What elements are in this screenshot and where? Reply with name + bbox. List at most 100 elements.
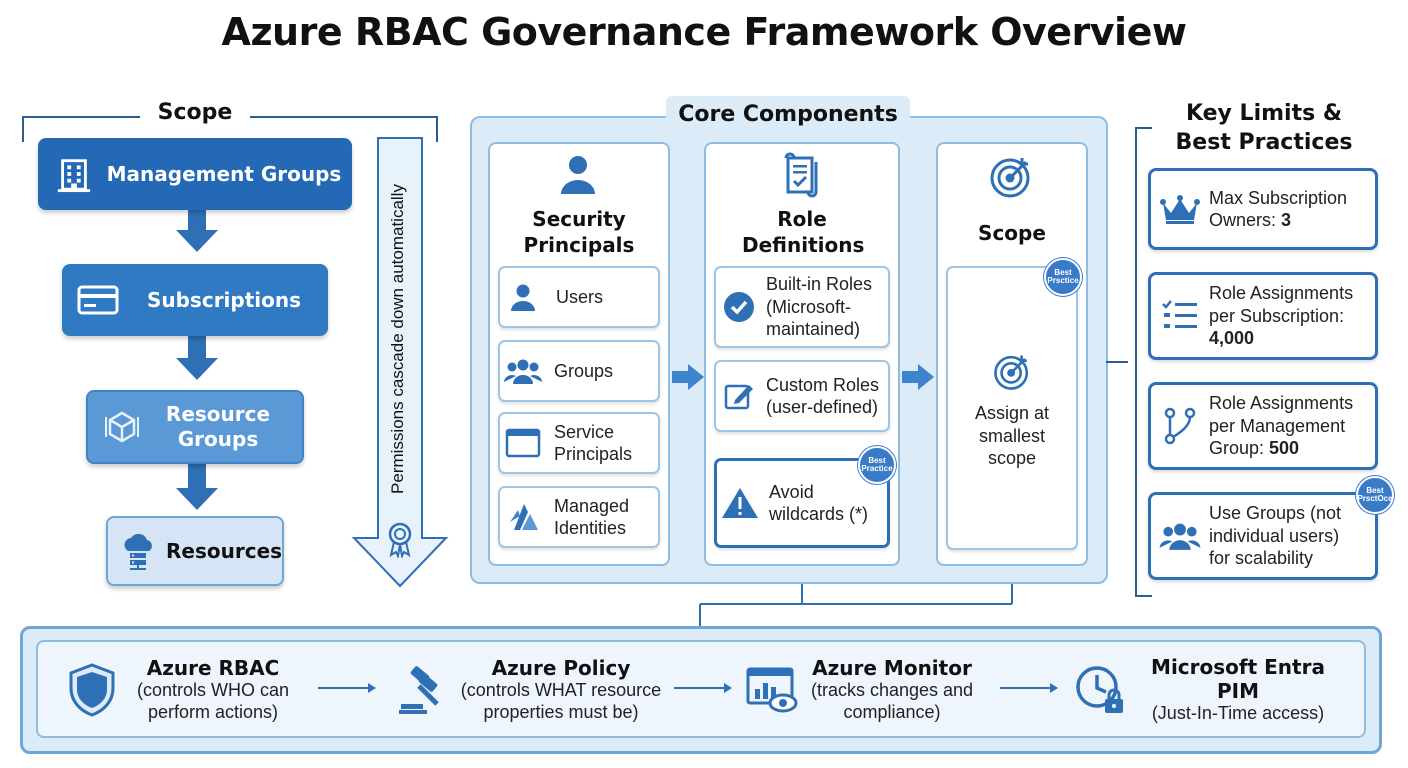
- check-circle-icon: [716, 290, 762, 324]
- limit-value: 4,000: [1209, 328, 1255, 349]
- building-icon: [52, 152, 96, 196]
- shield-icon: [60, 662, 124, 718]
- item-label: Users: [556, 286, 604, 307]
- best-practice-badge: Best PrsctOce: [1356, 476, 1394, 514]
- scope-level-subscriptions[interactable]: Subscriptions: [62, 264, 328, 336]
- arrow-principals-to-roles: [672, 364, 704, 390]
- scope-level-management-groups[interactable]: Management Groups: [38, 138, 352, 210]
- tool-flow-arrow: [318, 683, 376, 693]
- principal-user-icon: [561, 156, 595, 194]
- group-icon: [500, 357, 546, 385]
- scope-flow-arrows: [176, 208, 218, 510]
- limits-bracket: [1106, 127, 1152, 597]
- roles-title: Role Definitions: [742, 207, 865, 257]
- arrow-roles-to-scope: [902, 364, 934, 390]
- limit-assignments-management-group: Role Assignments per Management Group: 5…: [1148, 382, 1378, 470]
- role-document-icon: [784, 152, 818, 198]
- cascade-arrow: [351, 137, 449, 588]
- item-label: Managed Identities: [554, 495, 630, 539]
- cascade-text: Permissions cascade down automatically: [388, 184, 407, 494]
- scope-title: Scope: [978, 221, 1046, 245]
- ribbon-badge-icon: [388, 522, 412, 558]
- tool-name: Azure RBAC: [146, 656, 280, 681]
- gavel-icon: [390, 664, 454, 716]
- hierarchy-icon: [1151, 407, 1209, 445]
- tool-text: Azure Monitor (tracks changes and compli…: [804, 656, 980, 724]
- tool-flow-arrow: [1000, 683, 1058, 693]
- target-icon: [992, 352, 1032, 392]
- tool-desc: (Just-In-Time access): [1151, 703, 1325, 724]
- list-icon: [1151, 299, 1209, 333]
- scope-level-resource-groups[interactable]: Resource Groups: [86, 390, 304, 464]
- limit-text: Role Assignments per Management Group: 5…: [1209, 392, 1371, 460]
- limit-value: 500: [1269, 438, 1300, 459]
- scope-header: Scope: [140, 100, 250, 130]
- limit-assignments-subscription: Role Assignments per Subscription: 4,000: [1148, 272, 1378, 360]
- limit-label: Max Subscription Owners:: [1209, 187, 1348, 231]
- best-practice-badge: Best Practice: [858, 446, 896, 484]
- scope-level-label: Management Groups: [106, 161, 342, 186]
- role-avoid-wildcards[interactable]: Avoid wildcards (*): [714, 458, 890, 548]
- scope-level-label: Subscriptions: [146, 287, 302, 312]
- limit-use-groups: Use Groups (not individual users) for sc…: [1148, 492, 1378, 580]
- tool-name: Azure Monitor: [812, 656, 972, 681]
- limits-header-line1: Key Limits &: [1185, 101, 1343, 126]
- card-icon: [76, 278, 120, 322]
- limit-label: Role Assignments per Subscription:: [1209, 283, 1354, 326]
- clock-lock-icon: [1068, 663, 1132, 717]
- user-icon: [500, 282, 546, 312]
- core-components-header: Core Components: [666, 96, 910, 134]
- page-title: Azure RBAC Governance Framework Overview: [221, 10, 1187, 54]
- monitor-icon: [740, 665, 804, 715]
- tool-name: Microsoft Entra PIM: [1151, 655, 1325, 704]
- group-icon: [1151, 521, 1209, 551]
- edit-icon: [716, 380, 762, 412]
- role-built-in[interactable]: Built-in Roles (Microsoft-maintained): [714, 266, 890, 348]
- identity-icon: [500, 500, 546, 534]
- limit-text: Use Groups (not individual users) for sc…: [1209, 503, 1342, 569]
- cube-icon: [100, 405, 144, 449]
- tool-azure-rbac: Azure RBAC (controls WHO can perform act…: [60, 652, 310, 728]
- crown-icon: [1151, 193, 1209, 225]
- tool-entra-pim: Microsoft Entra PIM (Just-In-Time access…: [1068, 652, 1358, 728]
- scope-level-label: Resources: [166, 538, 283, 563]
- principal-groups[interactable]: Groups: [498, 340, 660, 402]
- principal-service-principals[interactable]: Service Principals: [498, 412, 660, 474]
- limit-label: Role Assignments per Management Group:: [1209, 393, 1354, 459]
- role-custom[interactable]: Custom Roles (user-defined): [714, 360, 890, 432]
- item-label: Service Principals: [554, 421, 633, 465]
- window-icon: [500, 427, 546, 459]
- limit-value: 3: [1281, 210, 1292, 230]
- item-label: Avoid wildcards (*): [769, 481, 869, 525]
- cloud-server-icon: [116, 529, 160, 573]
- tool-desc: (tracks changes and compliance): [810, 680, 974, 722]
- principals-title: Security Principals: [523, 207, 635, 257]
- scope-level-resources[interactable]: Resources: [106, 516, 284, 586]
- warning-icon: [717, 486, 763, 520]
- best-practice-badge: Best Prsctice: [1044, 258, 1082, 296]
- limits-header: Key Limits & Best Practices: [1150, 100, 1378, 157]
- item-label: Groups: [554, 360, 614, 381]
- core-connector: [699, 584, 1013, 628]
- target-icon: [990, 158, 1030, 198]
- tool-text: Azure Policy (controls WHAT resource pro…: [454, 656, 668, 724]
- scope-assign-text: Assign at smallest scope: [974, 403, 1050, 469]
- item-label: Custom Roles (user-defined): [766, 374, 880, 418]
- tool-azure-policy: Azure Policy (controls WHAT resource pro…: [390, 652, 680, 728]
- scope-assign-box[interactable]: Assign at smallest scope: [946, 266, 1078, 550]
- principal-users[interactable]: Users: [498, 266, 660, 328]
- limit-subscription-owners: Max Subscription Owners: 3: [1148, 168, 1378, 250]
- item-label: Built-in Roles (Microsoft-maintained): [766, 274, 873, 340]
- limit-text: Max Subscription Owners: 3: [1209, 187, 1375, 232]
- tool-flow-arrow: [674, 683, 732, 693]
- limit-text: Role Assignments per Subscription: 4,000: [1209, 282, 1371, 350]
- tool-name: Azure Policy: [491, 656, 631, 681]
- tool-desc: (controls WHO can perform actions): [136, 680, 290, 722]
- tool-desc: (controls WHAT resource properties must …: [460, 680, 662, 722]
- principal-managed-identities[interactable]: Managed Identities: [498, 486, 660, 548]
- scope-level-label: Resource Groups: [165, 402, 271, 451]
- tool-azure-monitor: Azure Monitor (tracks changes and compli…: [740, 652, 990, 728]
- tool-text: Azure RBAC (controls WHO can perform act…: [124, 656, 302, 724]
- tool-text: Microsoft Entra PIM (Just-In-Time access…: [1132, 655, 1344, 725]
- limits-header-line2: Best Practices: [1175, 129, 1353, 155]
